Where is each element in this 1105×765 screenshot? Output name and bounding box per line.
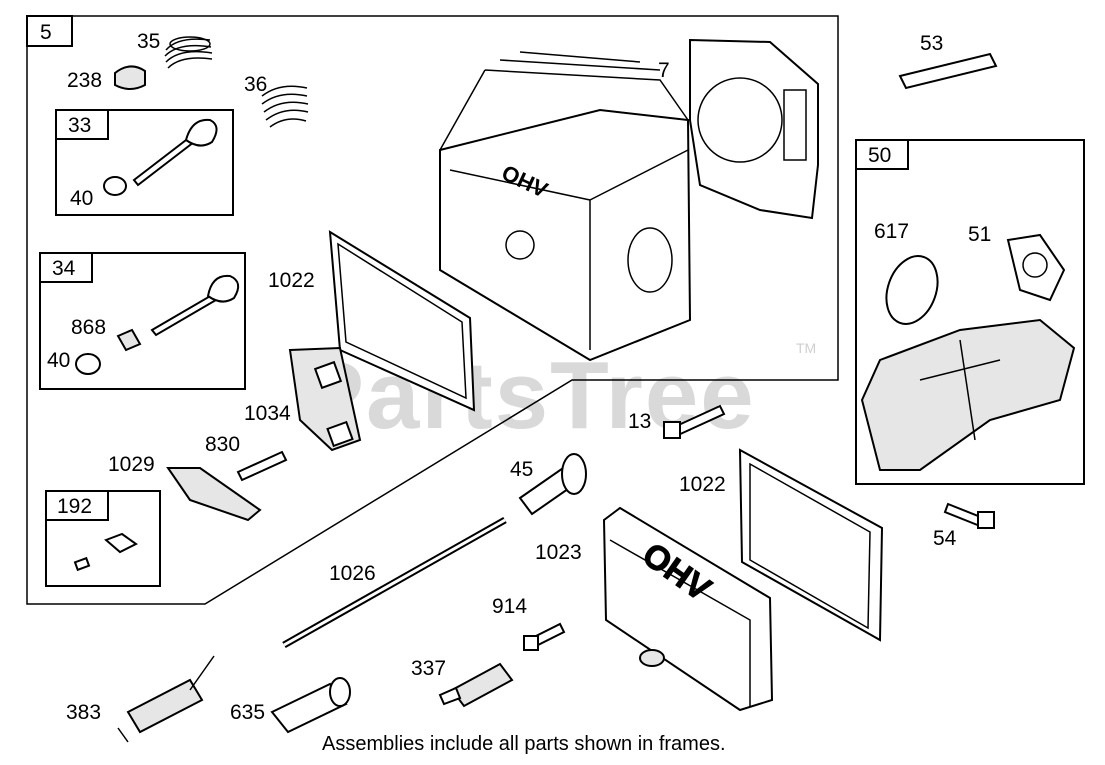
- callout-1023: 1023: [535, 541, 582, 564]
- sleeve-635-part: [270, 677, 351, 734]
- cylinder-head-part: OHV: [439, 51, 692, 362]
- breather-parts-192-part: [73, 532, 138, 572]
- head-gasket-7-part: [689, 38, 819, 220]
- callout-35: 35: [137, 30, 160, 53]
- callout-238: 238: [67, 69, 102, 92]
- frame-34-tag: [39, 252, 93, 283]
- breather-plate-1034-part: [288, 346, 362, 452]
- valve-spring-35-part: [164, 36, 213, 69]
- push-rod-1026-part: [282, 516, 507, 649]
- callout-1026: 1026: [329, 562, 376, 585]
- diagram-caption: Assemblies include all parts shown in fr…: [322, 733, 726, 755]
- callout-914: 914: [492, 595, 527, 618]
- callout-1022-upper: 1022: [268, 269, 315, 292]
- cover-gasket-1022-lower-part: [738, 448, 884, 642]
- callout-34-40: 40: [47, 349, 70, 372]
- stud-53-part: [898, 52, 998, 90]
- cover-gasket-1022-upper-part: [328, 230, 476, 412]
- callout-337: 337: [411, 657, 446, 680]
- spark-plug-337-part: [438, 662, 514, 708]
- valve-spring-36-part: [261, 85, 309, 128]
- callout-33-40: 40: [70, 187, 93, 210]
- callout-635: 635: [230, 701, 265, 724]
- callout-383: 383: [66, 701, 101, 724]
- frame-50-tag: [855, 139, 909, 170]
- rocker-arm-1029-part: [166, 467, 262, 522]
- bolt-13-part: [663, 404, 726, 439]
- frame-33-label: 33: [68, 114, 91, 137]
- callout-45: 45: [510, 458, 533, 481]
- frame-50-label: 50: [868, 144, 891, 167]
- retainer-cap-238-part: [114, 65, 146, 90]
- frame-192-label: 192: [57, 495, 92, 518]
- callout-53: 53: [920, 32, 943, 55]
- rocker-stud-830-part: [236, 450, 288, 482]
- exhaust-valve-33-part: [103, 118, 218, 196]
- callout-1022-lower: 1022: [679, 473, 726, 496]
- guide-45-part: [518, 453, 587, 516]
- intake-elbow-50-part: [860, 318, 1076, 471]
- frame-34-outline: [39, 252, 246, 390]
- callout-1034: 1034: [244, 402, 291, 425]
- frame-5-label: 5: [40, 21, 52, 44]
- frame-5-tag: [26, 15, 73, 47]
- callout-1029: 1029: [108, 453, 155, 476]
- frame-34-label: 34: [52, 257, 76, 280]
- bolt-914-part: [523, 622, 566, 651]
- bolt-54-part: [943, 502, 995, 530]
- frame-50-outline: [855, 139, 1085, 485]
- tool-383-part: [117, 655, 215, 743]
- callout-617: 617: [874, 220, 909, 243]
- intake-valve-34-part: [75, 274, 240, 375]
- watermark-trademark: TM: [796, 340, 816, 356]
- frame-192-tag: [45, 490, 109, 521]
- callout-54: 54: [933, 527, 957, 550]
- intake-gasket-51-part: [1006, 233, 1066, 302]
- frame-5-outline: [26, 15, 839, 605]
- frame-33-tag: [55, 109, 109, 140]
- o-ring-617-part: [885, 255, 939, 325]
- callout-51: 51: [968, 223, 991, 246]
- frame-33-outline: [55, 109, 234, 216]
- callout-7: 7: [658, 59, 670, 82]
- callout-868: 868: [71, 316, 106, 339]
- callout-13: 13: [628, 410, 651, 433]
- callout-36: 36: [244, 73, 267, 96]
- callout-830: 830: [205, 433, 240, 456]
